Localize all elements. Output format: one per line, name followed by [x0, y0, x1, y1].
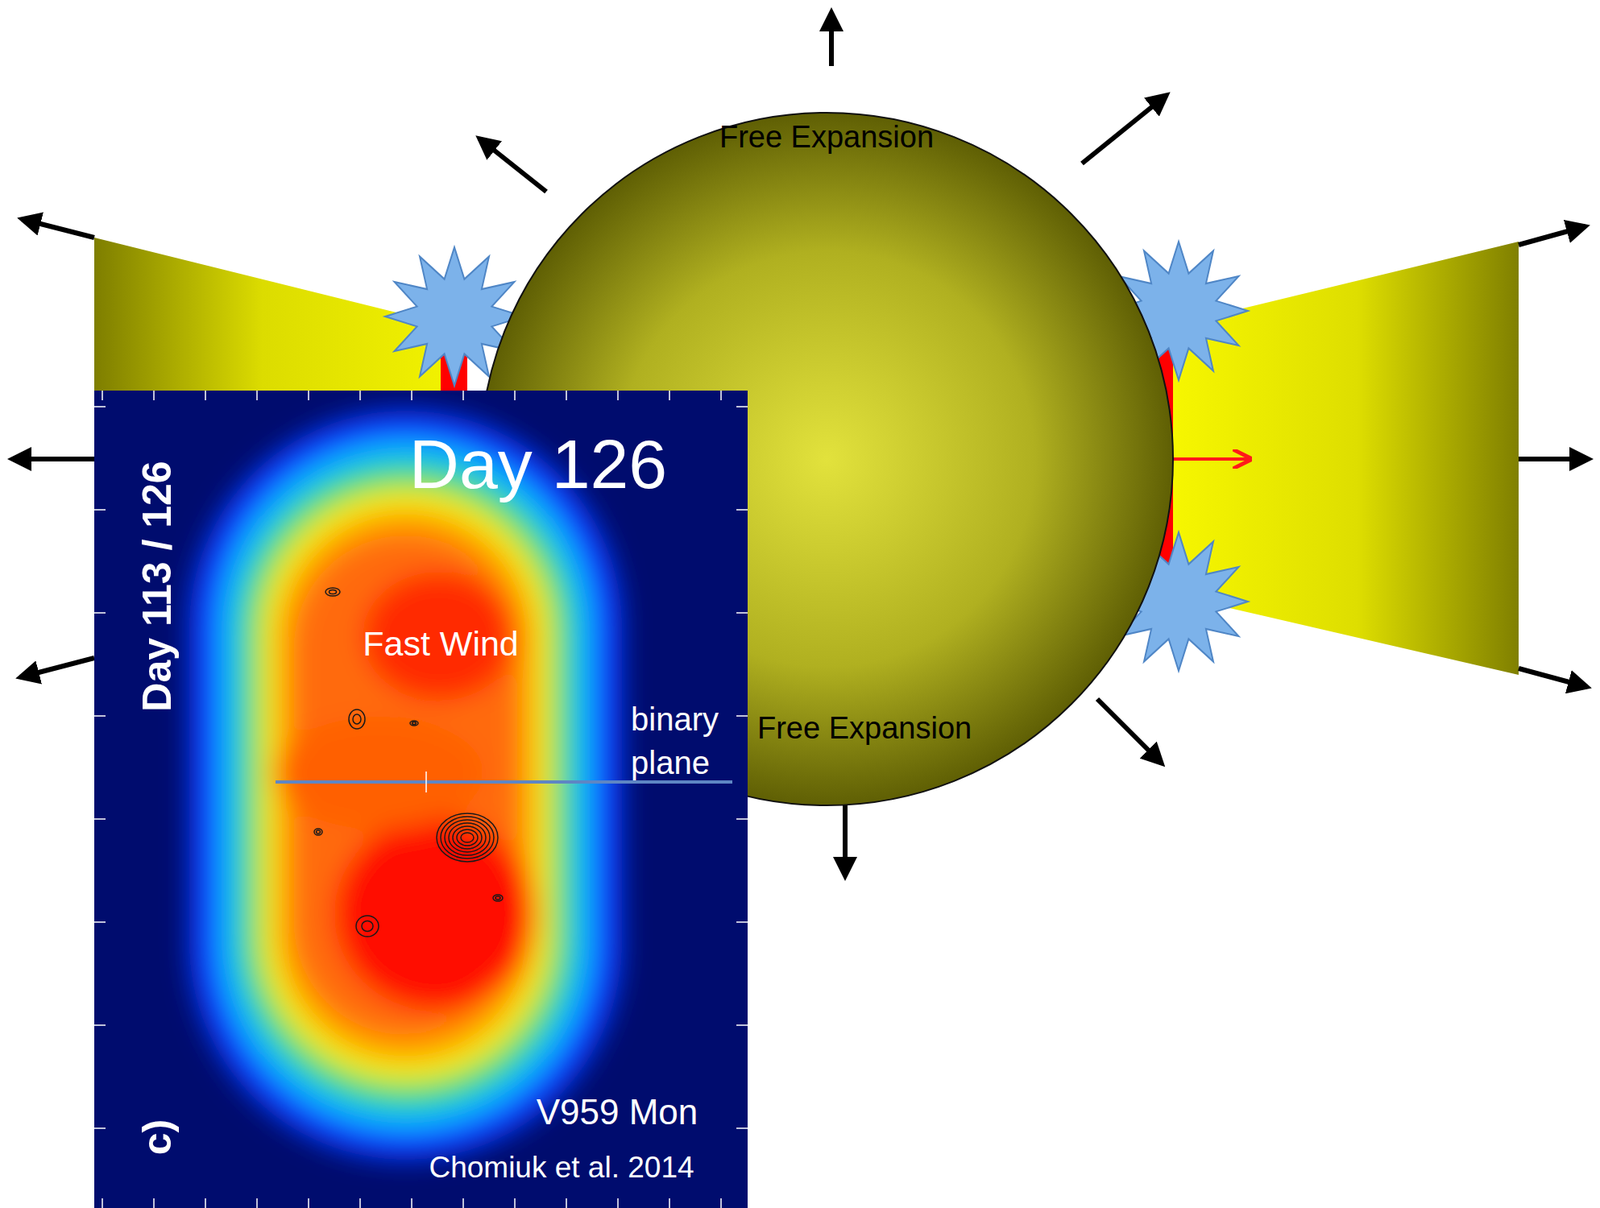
- center-cross: [425, 771, 427, 793]
- plane-label: binary plane: [630, 697, 744, 785]
- shock-arrow: [1173, 457, 1251, 461]
- region-label: Free Expansion: [757, 711, 972, 747]
- epoch-axis-label: Day 113 / 126: [134, 460, 182, 712]
- region-label: Free Expansion: [719, 120, 934, 156]
- epoch-label: Day 126: [409, 424, 668, 505]
- radio-image-inset: Day 126 Day 113 / 126 c) Fast Wind binary pl…: [94, 390, 748, 1208]
- radio-map: [94, 390, 748, 1208]
- citation: Chomiuk et al. 2014: [428, 1151, 694, 1186]
- binary-plane-line: [275, 780, 733, 784]
- axis-ticks: [94, 390, 748, 1208]
- object-name: V959 Mon: [536, 1092, 699, 1134]
- panel-letter: c): [134, 1119, 182, 1156]
- emission-heatmap: [189, 410, 622, 1161]
- region-label: Fast Wind: [362, 624, 519, 664]
